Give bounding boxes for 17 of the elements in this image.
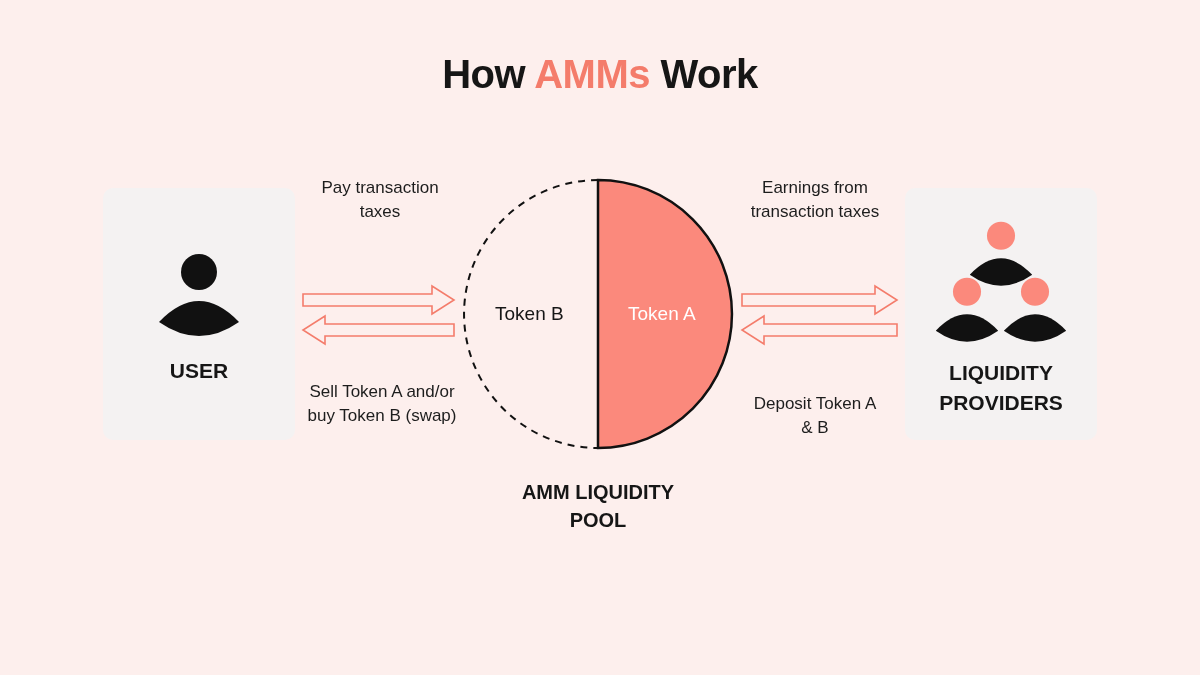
block-arrow (302, 284, 456, 316)
node-label: Token B (495, 303, 564, 325)
providers-card (905, 188, 1097, 440)
pool-circle (462, 178, 734, 450)
user-card (103, 188, 295, 440)
edge-label: Deposit Token A & B (752, 393, 878, 439)
block-arrow (301, 314, 455, 346)
node-label: LIQUIDITY PROVIDERS (938, 360, 1064, 416)
edge-label: Sell Token A and/or buy Token B (swap) (306, 381, 458, 427)
block-arrow (741, 284, 899, 316)
edge-label: Earnings from transaction taxes (749, 177, 881, 223)
node-label: USER (168, 358, 230, 384)
node-label: Token A (628, 303, 696, 325)
title: How AMMs Work (442, 52, 758, 97)
block-arrow (740, 314, 898, 346)
pool-caption: AMM LIQUIDITY POOL (520, 480, 676, 533)
edge-label: Pay transaction taxes (320, 177, 440, 223)
